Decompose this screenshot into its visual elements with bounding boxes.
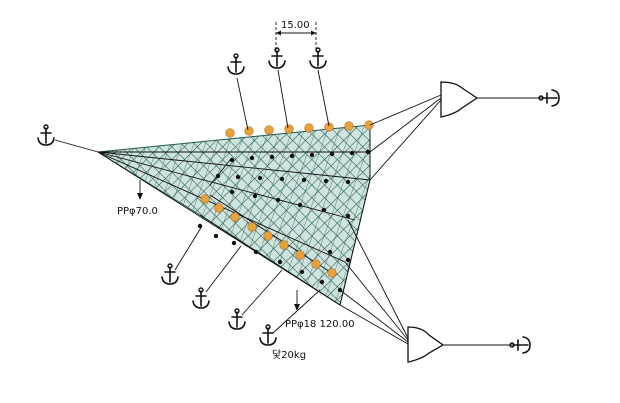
pp-left-label: PPφ70.0 [117,206,158,217]
float-balls [200,120,374,278]
left-anchor-line [54,139,99,153]
anchor-icon [309,47,327,69]
label-arrows [137,180,300,311]
anchor-icon [161,263,179,285]
pp-bottom-label: PPφ18 120.00 [285,319,355,330]
sinker-dots [197,149,371,293]
anchor-icon [538,89,560,107]
buoy-top [440,81,479,118]
anchor-icon [37,124,55,146]
anchor-weight-label: 닻20kg [272,349,306,361]
dimension-marker: 15.00 [275,20,317,50]
anchor-icon [268,47,286,69]
anchor-icon [228,308,246,330]
anchor-icon [192,287,210,309]
anchor-icon [509,336,531,354]
anchor-icon [227,53,245,75]
bottom-anchor-lines [174,225,321,334]
buoy-lines [339,94,545,346]
top-anchor-lines [236,69,330,131]
net-frame-lines [97,125,371,306]
anchor-icon [259,324,277,346]
dimension-label: 15.00 [281,20,310,31]
buoy-bottom [407,326,445,363]
anchor-icons [37,47,560,354]
